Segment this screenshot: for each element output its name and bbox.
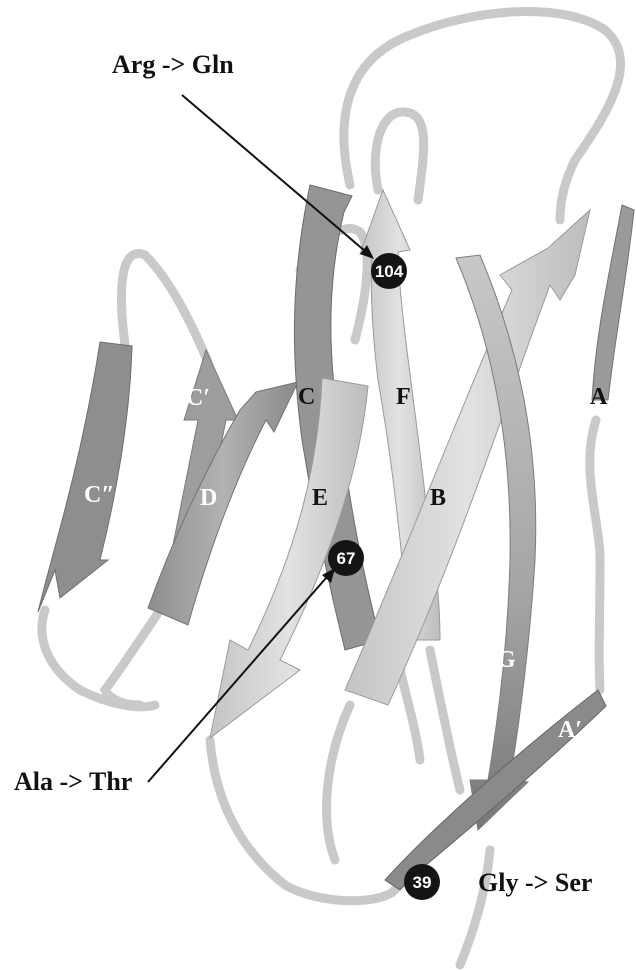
residue-marker-67: 67 <box>328 540 364 576</box>
loop-bottom-e <box>210 740 395 901</box>
strand-label-e: E <box>312 485 328 511</box>
residue-number-104: 104 <box>375 262 404 281</box>
loop-c-cprime <box>122 254 208 362</box>
strand-label-a: A <box>590 384 608 410</box>
strand-label-b: B <box>430 485 446 511</box>
mutation-label-67: Ala -> Thr <box>14 767 132 797</box>
loop-a-aprime <box>590 420 600 690</box>
strand-a <box>592 205 634 400</box>
residue-number-39: 39 <box>413 873 432 892</box>
loop-top-f <box>375 112 423 200</box>
mutation-label-104: Arg -> Gln <box>112 50 234 80</box>
residue-number-67: 67 <box>337 549 356 568</box>
loop-bottom-left2 <box>105 610 160 705</box>
strand-label-g: G <box>497 647 516 673</box>
residue-marker-39: 39 <box>404 864 440 900</box>
strand-label-d: D <box>200 485 217 511</box>
strand-label-c: C <box>298 384 315 410</box>
strand-label-c-double-prime: C″ <box>84 482 115 508</box>
residue-marker-104: 104 <box>371 253 407 289</box>
loop-bottom-b <box>327 705 350 860</box>
strand-label-f: F <box>396 384 411 410</box>
loop-bottom-f <box>430 650 460 790</box>
strand-label-a-prime: A′ <box>558 717 582 743</box>
mutation-label-39: Gly -> Ser <box>478 868 592 898</box>
strand-c-double-prime <box>38 342 132 612</box>
loop-bottom-left1 <box>42 610 155 707</box>
strand-label-c-prime: C′ <box>186 385 210 411</box>
